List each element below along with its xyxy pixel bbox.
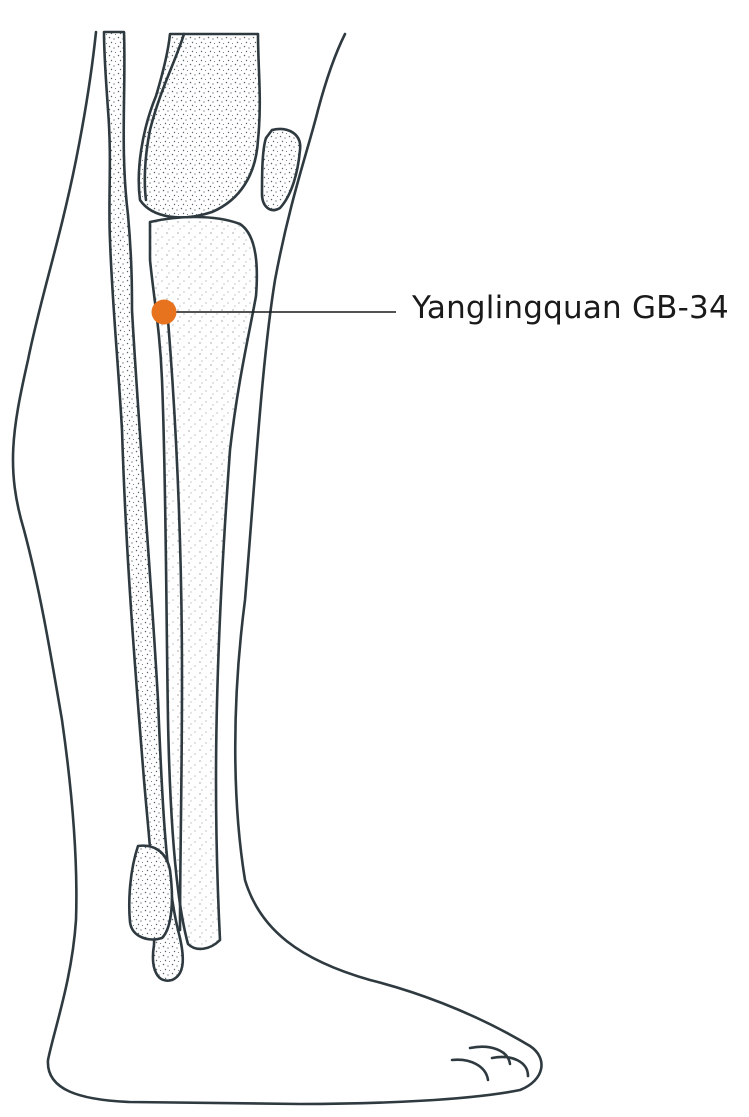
acupoint-label: Yanglingquan GB-34 — [412, 290, 729, 326]
femur — [137, 32, 262, 219]
tibia — [148, 215, 259, 951]
toes — [450, 1045, 530, 1082]
tibia-inner-edge — [166, 318, 184, 932]
femur-groove — [143, 32, 186, 202]
fibula — [102, 30, 185, 982]
acupoint-marker — [151, 299, 177, 325]
leg-outline — [11, 30, 543, 1106]
patella — [260, 127, 302, 212]
malleolus — [127, 844, 174, 941]
